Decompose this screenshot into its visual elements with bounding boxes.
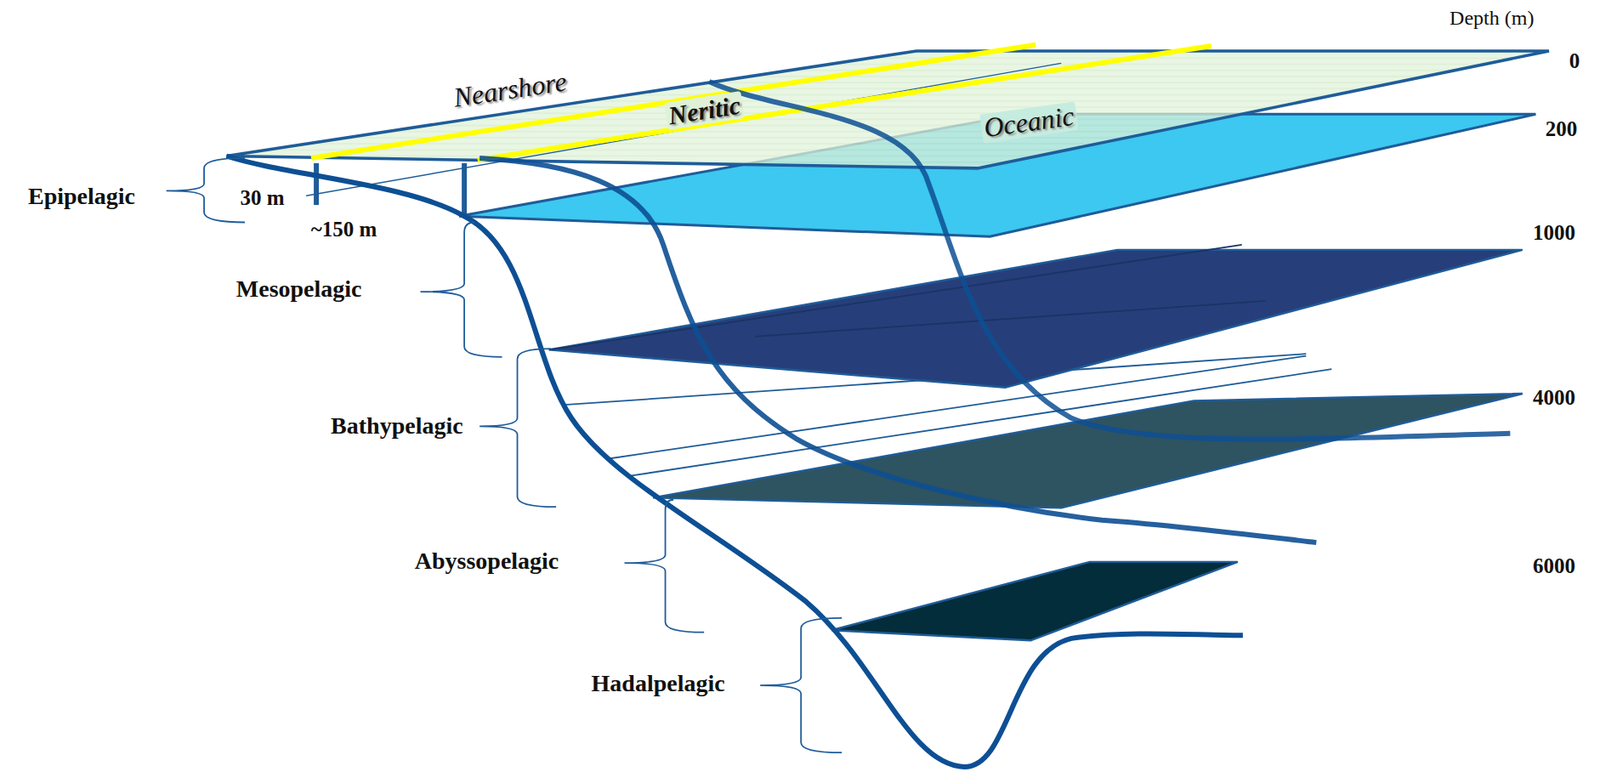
- seafloor-profile: [226, 156, 1243, 767]
- pelagic-zone-label: Bathypelagic: [330, 413, 464, 438]
- depth-tick: [461, 163, 467, 216]
- zone-name: Neritic: [663, 90, 745, 130]
- zone-brace: [420, 221, 503, 357]
- seafloor-profile: [709, 81, 1510, 440]
- axis-title: Depth (m): [1449, 7, 1534, 29]
- zone-brace: [479, 348, 557, 507]
- guide-line: [754, 300, 1266, 337]
- depth-value: 6000: [1532, 555, 1576, 578]
- depth-plane: [652, 393, 1523, 508]
- zone-boundary: [311, 45, 1036, 159]
- zone-brace: [166, 158, 245, 223]
- pelagic-zone-label: Mesopelagic: [236, 276, 363, 301]
- depth-value: 4000: [1532, 386, 1576, 409]
- depth-plane: [831, 561, 1238, 641]
- depth-value: 200: [1545, 118, 1578, 141]
- zone-brace: [760, 618, 842, 753]
- zone-boundary: [477, 45, 1212, 160]
- seafloor-profile: [479, 158, 1317, 543]
- zone-brace: [624, 499, 705, 633]
- zone-name: Oceanic: [979, 102, 1079, 144]
- zone-name: Nearshore: [451, 67, 568, 113]
- depth-plane: [549, 249, 1523, 388]
- pelagic-zone-label: Hadalpelagic: [591, 670, 726, 696]
- guide-line: [549, 244, 1243, 351]
- depth-tick: [313, 163, 319, 205]
- pelagic-zone-label: Abyssopelagic: [414, 548, 560, 574]
- depth-value: 0: [1569, 50, 1581, 73]
- pelagic-zone-label: Epipelagic: [28, 183, 136, 209]
- dimension-label: 30 m: [239, 187, 284, 210]
- depth-value: 1000: [1532, 221, 1576, 244]
- dimension-label: ~150 m: [311, 218, 378, 241]
